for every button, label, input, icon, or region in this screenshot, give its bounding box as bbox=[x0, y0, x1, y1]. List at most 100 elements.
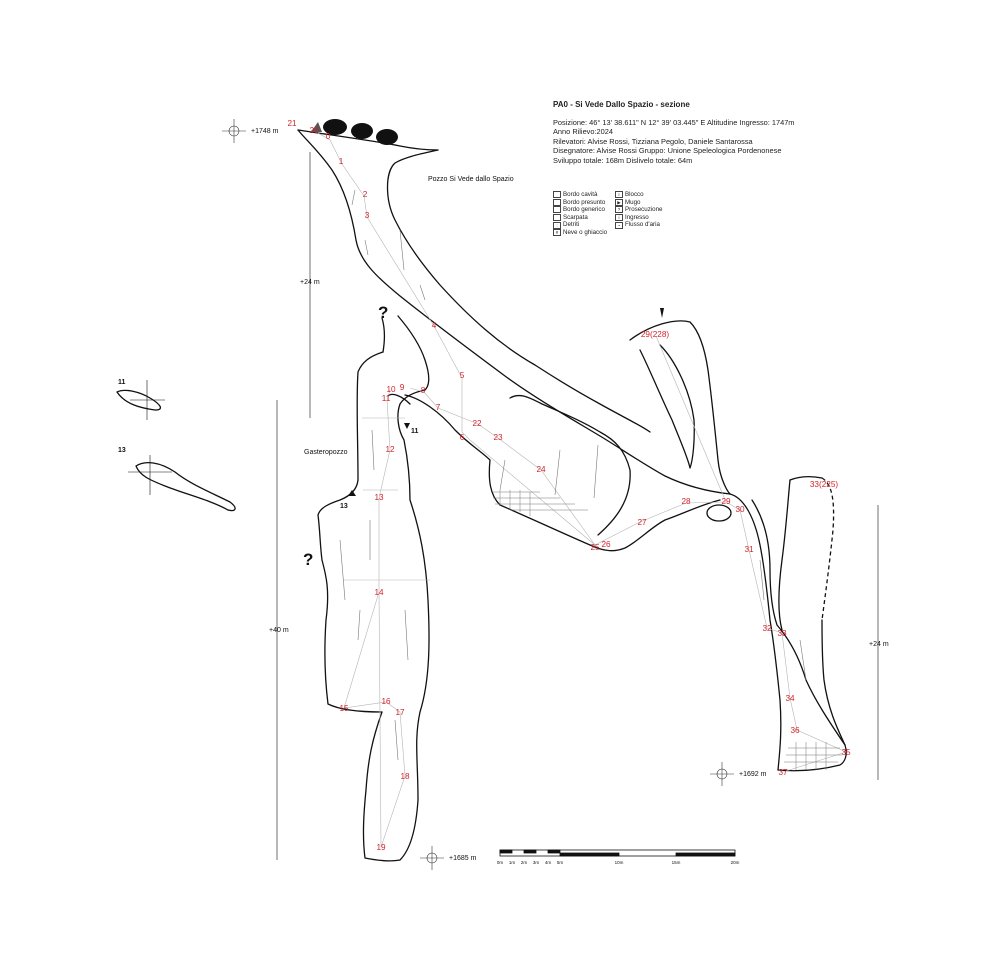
shaft-label: Pozzo Si Vede dallo Spazio bbox=[428, 176, 514, 183]
station-label: 29(228) bbox=[641, 330, 669, 339]
entrance-marker-icon bbox=[311, 122, 322, 132]
station-label: 3 bbox=[365, 211, 370, 220]
station-label: 19 bbox=[376, 843, 386, 852]
elevation-bottom: +1685 m bbox=[449, 855, 477, 862]
right-branch-left bbox=[629, 320, 731, 495]
station-label: 35 bbox=[841, 748, 851, 757]
station-label: 0 bbox=[326, 132, 331, 141]
scale-bar bbox=[499, 849, 736, 857]
legend-item: ▶Mugo bbox=[615, 199, 685, 207]
scale-tick-label: 2m bbox=[521, 860, 528, 865]
station-label: 33 bbox=[777, 629, 787, 638]
generic-edge-icon bbox=[553, 206, 561, 214]
right-branch-inner bbox=[639, 344, 695, 469]
station-label: 11 bbox=[382, 394, 391, 403]
scale-labels: 0m 1m 2m 3m 4m 5m 10m 15m 20m bbox=[497, 860, 740, 865]
station-label: 8 bbox=[421, 386, 426, 395]
scale-tick-label: 4m bbox=[545, 860, 552, 865]
legend-item: ~Flusso d'aria bbox=[615, 221, 685, 229]
station-label: 4 bbox=[432, 321, 437, 330]
station-label: 30 bbox=[735, 505, 745, 514]
station-label: 18 bbox=[400, 772, 410, 781]
continuation-question-1: ? bbox=[378, 303, 388, 322]
elevation-crosshair-icon bbox=[222, 119, 734, 870]
scale-tick-label: 0m bbox=[497, 860, 504, 865]
elevation-bottom-right: +1692 m bbox=[739, 771, 767, 778]
station-label: 16 bbox=[381, 697, 391, 706]
presumed-edge bbox=[821, 477, 835, 621]
station-label: 10 bbox=[386, 385, 396, 394]
section-mark-13: 13 bbox=[118, 447, 126, 454]
station-label: 32 bbox=[762, 624, 772, 633]
right-chimney-outer bbox=[778, 479, 846, 746]
scale-tick-label: 20m bbox=[731, 860, 740, 865]
station-label: 23 bbox=[493, 433, 503, 442]
info-line: Disegnatore: Alvise Rossi Gruppo: Unione… bbox=[553, 146, 782, 156]
station-label: 12 bbox=[385, 445, 395, 454]
legend-item: :Detriti bbox=[553, 221, 615, 229]
legend-item: Scarpata bbox=[553, 214, 615, 222]
station-label: 5 bbox=[460, 371, 465, 380]
info-line: Anno Rilievo:2024 bbox=[553, 127, 613, 137]
continuation-question-2: ? bbox=[303, 550, 313, 569]
scale-tick-label: 3m bbox=[533, 860, 540, 865]
scale-tick-label: 10m bbox=[615, 860, 624, 865]
elevation-top: +1748 m bbox=[251, 128, 279, 135]
gallery-ceiling bbox=[509, 394, 631, 536]
survey-line-gasteropozzo bbox=[343, 389, 406, 848]
snow-hatch bbox=[493, 490, 842, 770]
survey-line-main bbox=[317, 132, 847, 773]
station-label: 6 bbox=[460, 433, 465, 442]
dimension-lines bbox=[276, 152, 879, 860]
legend-item: Bordo cavità bbox=[553, 191, 615, 199]
station-label: 36 bbox=[790, 726, 800, 735]
shaft-lip bbox=[297, 129, 439, 151]
station-label: 9 bbox=[400, 383, 405, 392]
right-chimney bbox=[789, 476, 823, 481]
section-arrow-label-13: 13 bbox=[340, 503, 348, 510]
scale-tick-label: 15m bbox=[672, 860, 681, 865]
scale-tick-label: 1m bbox=[509, 860, 516, 865]
debris-icon: : bbox=[553, 221, 561, 229]
legend-item: ?Prosecuzione bbox=[615, 206, 685, 214]
section-arrow-label-11: 11 bbox=[411, 428, 419, 435]
station-label: 34 bbox=[785, 694, 795, 703]
map-title: PA0 - Si Vede Dallo Spazio - sezione bbox=[553, 100, 690, 109]
station-label: 33(225) bbox=[810, 480, 838, 489]
gallery-floor bbox=[404, 394, 721, 552]
legend-item: Bordo generico bbox=[553, 206, 615, 214]
station-label: 17 bbox=[395, 708, 405, 717]
gasteropozzo-left bbox=[317, 351, 384, 713]
station-label: 21 bbox=[287, 119, 297, 128]
station-label: 24 bbox=[536, 465, 546, 474]
info-line: Sviluppo totale: 168m Dislivelo totale: … bbox=[553, 155, 693, 165]
gasteropozzo-upper-right bbox=[362, 315, 430, 862]
dimension-upper-shaft: +24 m bbox=[300, 279, 320, 286]
shaft-wall-right bbox=[386, 149, 651, 433]
wall-detail bbox=[339, 189, 807, 761]
station-label: 25 bbox=[590, 543, 600, 552]
question-icon: ? bbox=[615, 206, 623, 214]
dimension-main-shaft: +40 m bbox=[269, 627, 289, 634]
info-line: Posizione: 46° 13' 38.611" N 12° 39' 03.… bbox=[553, 117, 795, 127]
station-label: 31 bbox=[744, 545, 754, 554]
cross-section-11 bbox=[116, 389, 162, 411]
section-mark-11: 11 bbox=[118, 379, 126, 386]
right-descent-left bbox=[729, 493, 782, 771]
section-arrow-13-icon bbox=[348, 490, 356, 496]
station-label: 26 bbox=[601, 540, 611, 549]
pine-icon: ▶ bbox=[615, 198, 623, 206]
station-label: 27 bbox=[637, 518, 647, 527]
section-arrow-11-icon bbox=[404, 423, 410, 429]
survey-info: PA0 - Si Vede Dallo Spazio - sezione Pos… bbox=[553, 100, 794, 166]
cross-section-13 bbox=[135, 461, 236, 512]
airflow-icon: ~ bbox=[615, 221, 623, 229]
block-icon: ○ bbox=[615, 191, 623, 199]
station-label: 7 bbox=[436, 403, 441, 412]
scale-tick-label: 5m bbox=[557, 860, 564, 865]
legend: Bordo cavità ○Blocco Bordo presunto ▶Mug… bbox=[553, 191, 685, 237]
wall-edge-icon bbox=[553, 191, 561, 199]
